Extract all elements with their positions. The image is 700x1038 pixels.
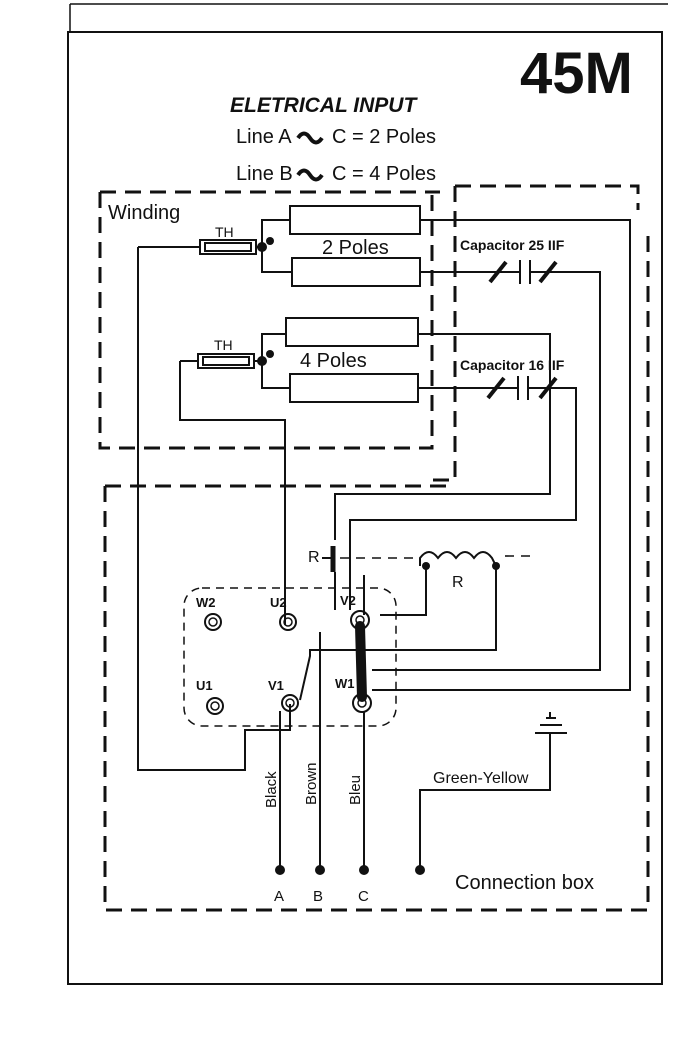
thermal-label-1: TH: [215, 224, 234, 240]
terminal-u2-label: U2: [270, 595, 287, 610]
tilde-icon: [296, 168, 324, 182]
terminal-w2: [204, 613, 222, 631]
terminal-u1: [206, 697, 224, 715]
wire: [279, 632, 365, 870]
connection-box: [103, 230, 650, 912]
wire-color-bleu: Bleu: [347, 775, 364, 805]
wire-color-black: Black: [263, 771, 280, 808]
terminal-v1-label: V1: [268, 678, 284, 693]
line-c-label: C: [358, 888, 369, 905]
resistor: [285, 317, 419, 347]
tilde-icon: [296, 131, 324, 145]
relay-coil: [419, 551, 497, 567]
junction-dot: [257, 242, 267, 252]
arrow-icon: [538, 376, 558, 400]
thermal-inner: [202, 356, 250, 366]
terminal-w2-label: W2: [196, 595, 216, 610]
terminal-u1-label: U1: [196, 678, 213, 693]
relay-contact-label: R: [308, 549, 320, 566]
wire: [372, 219, 631, 691]
terminal-v2-label: V2: [340, 593, 356, 608]
input-line-a-label: Line A: [236, 126, 292, 148]
line-endpoint: [275, 865, 285, 875]
wire: [419, 733, 551, 870]
capacitor-25-label: Capacitor 25 IIF: [460, 237, 565, 253]
line-endpoint: [359, 865, 369, 875]
line-endpoint: [315, 865, 325, 875]
model-code: 45M: [520, 41, 633, 106]
outer-frame: [67, 31, 663, 985]
arrow-icon: [488, 260, 508, 284]
diagram-title: ELETRICAL INPUT: [230, 94, 418, 117]
junction-dot: [266, 350, 274, 358]
terminal-w1-label: W1: [335, 676, 355, 691]
ground-icon: [535, 712, 567, 734]
thermal-label-2: TH: [214, 337, 233, 353]
terminal-bridge: [355, 621, 367, 702]
relay-coil-label: R: [452, 574, 464, 591]
capacitor-16-label: Capacitor 16 IIF: [460, 357, 565, 373]
input-line-b-label: Line B: [236, 163, 293, 185]
input-line-b-rest: C = 4 Poles: [332, 163, 436, 185]
line-b-label: B: [313, 888, 323, 905]
thermal-inner: [204, 242, 252, 252]
ground-label: Green-Yellow: [433, 770, 529, 787]
line-endpoint: [415, 865, 425, 875]
arrow-icon: [538, 260, 558, 284]
terminal-u2: [279, 613, 297, 631]
wire-color-brown: Brown: [303, 762, 320, 805]
connection-box-label: Connection box: [455, 872, 594, 894]
resistor: [289, 373, 419, 403]
capacitor-box: [432, 184, 640, 482]
winding-box: [98, 190, 440, 450]
winding-label: Winding: [108, 202, 180, 224]
junction-dot: [266, 237, 274, 245]
junction-dot: [257, 356, 267, 366]
pole-group-2-label: 2 Poles: [322, 237, 389, 259]
arrow-icon: [486, 376, 506, 400]
resistor: [291, 257, 421, 287]
line-a-label: A: [274, 888, 284, 905]
resistor: [289, 205, 421, 235]
wire: [299, 566, 497, 701]
wire: [322, 557, 365, 615]
input-line-a-rest: C = 2 Poles: [332, 126, 436, 148]
pole-group-4-label: 4 Poles: [300, 350, 367, 372]
